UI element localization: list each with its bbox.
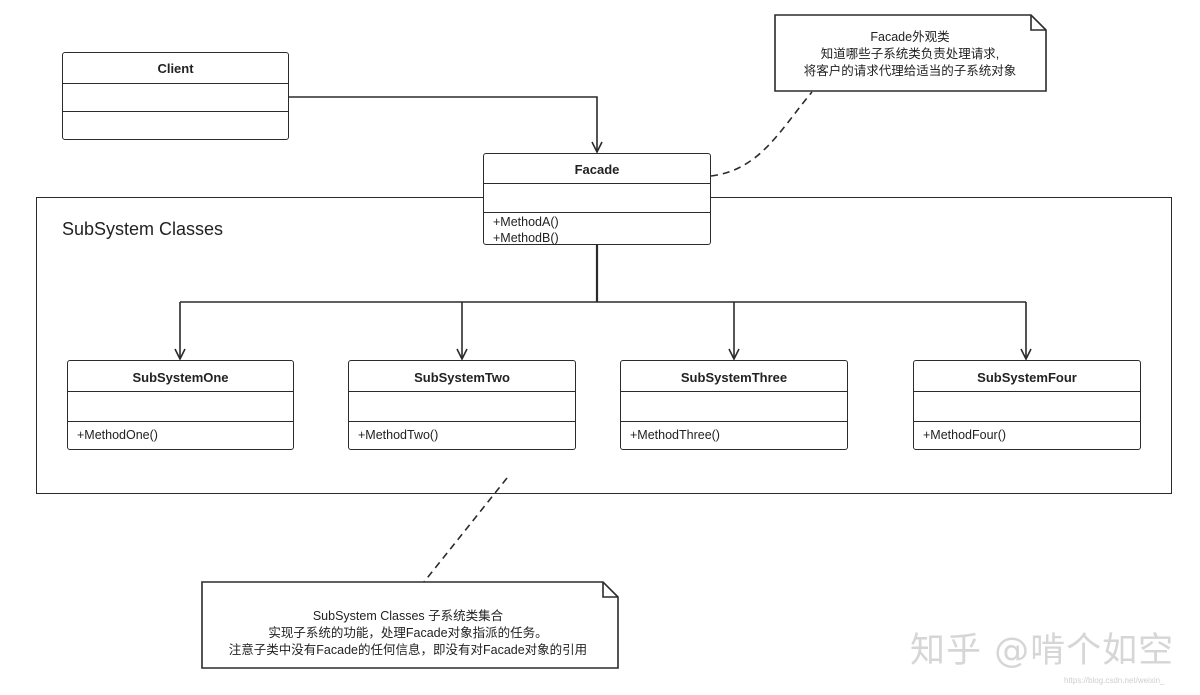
subsystem-three-methods-divider: [621, 421, 847, 422]
subsystem-one-methods-divider: [68, 421, 293, 422]
subsystem-one-name: SubSystemOne: [132, 370, 229, 385]
csdn-watermark-url: https://blog.csdn.net/weixin_: [1064, 676, 1165, 685]
facade-methods-divider: [484, 212, 710, 213]
subsystem-two-name: SubSystemTwo: [414, 370, 510, 385]
facade-class-box: Facade +MethodA() +MethodB(): [483, 153, 711, 245]
subsystem-three-name: SubSystemThree: [680, 370, 788, 385]
client-methods-divider: [63, 111, 288, 112]
facade-note-text: Facade外观类 知道哪些子系统类负责处理请求, 将客户的请求代理给适当的子系…: [780, 29, 1040, 80]
client-attributes-divider: [63, 83, 288, 84]
subsystem-four-attributes-divider: [914, 391, 1140, 392]
facade-class-name: Facade: [574, 162, 620, 177]
subsystem-one-method: +MethodOne(): [77, 428, 158, 442]
subsystem-four-name: SubSystemFour: [977, 370, 1077, 385]
subsystem-note-line-1: SubSystem Classes 子系统类集合: [312, 609, 504, 623]
facade-note-anchor-dashed: [710, 91, 813, 177]
facade-note-shape: [774, 14, 1047, 92]
subsystem-one-attributes-divider: [68, 391, 293, 392]
subsystem-classes-title: SubSystem Classes: [62, 219, 224, 239]
facade-method-a: +MethodA(): [493, 215, 559, 229]
subsystem-three-method: +MethodThree(): [630, 428, 720, 442]
client-class-name: Client: [157, 61, 194, 76]
subsystem-two-method: +MethodTwo(): [358, 428, 439, 442]
facade-note-line-1: Facade外观类: [870, 30, 950, 44]
client-to-facade-arrow: [289, 96, 597, 152]
subsystem-note-anchor-dashed: [423, 477, 508, 583]
subsystem-one-box: SubSystemOne +MethodOne(): [67, 360, 294, 450]
subsystem-three-attributes-divider: [621, 391, 847, 392]
zhihu-watermark: 知乎 @啃个如空: [910, 631, 1175, 671]
facade-attributes-divider: [484, 183, 710, 184]
subsystem-four-box: SubSystemFour +MethodFour(): [913, 360, 1141, 450]
subsystem-four-method: +MethodFour(): [923, 428, 1007, 442]
client-class-box: Client: [62, 52, 289, 140]
subsystem-note-shape: [201, 581, 619, 669]
facade-note-line-3: 将客户的请求代理给适当的子系统对象: [803, 64, 1017, 78]
subsystem-two-attributes-divider: [349, 391, 575, 392]
facade-method-b: +MethodB(): [493, 231, 559, 245]
subsystem-two-methods-divider: [349, 421, 575, 422]
subsystem-four-methods-divider: [914, 421, 1140, 422]
subsystem-two-box: SubSystemTwo +MethodTwo(): [348, 360, 576, 450]
facade-note-line-2: 知道哪些子系统类负责处理请求,: [820, 47, 1000, 61]
subsystem-note-line-2: 实现子系统的功能，处理Facade对象指派的任务。: [268, 626, 548, 640]
subsystem-three-box: SubSystemThree +MethodThree(): [620, 360, 848, 450]
subsystem-note-line-3: 注意子类中没有Facade的任何信息，即没有对Facade对象的引用: [228, 643, 588, 657]
subsystem-note-text: SubSystem Classes 子系统类集合 实现子系统的功能，处理Faca…: [206, 608, 610, 659]
